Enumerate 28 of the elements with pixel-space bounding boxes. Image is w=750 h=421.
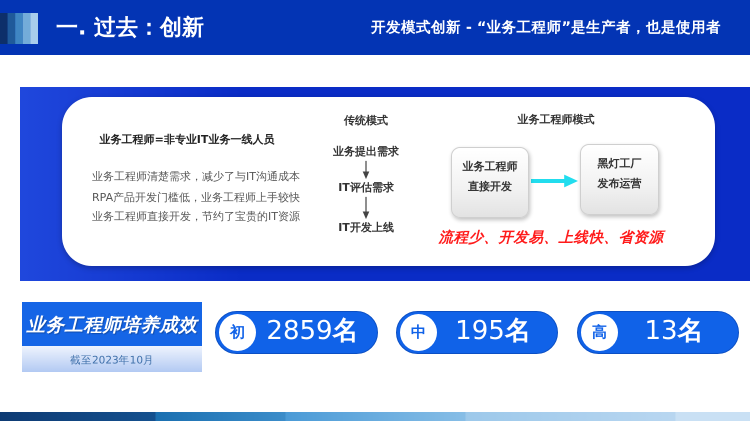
date-note: 截至2023年10月 — [70, 354, 154, 368]
step-text: IT评估需求 — [338, 181, 394, 195]
level-badge: 初 — [219, 314, 256, 351]
stat-pill — [577, 311, 739, 354]
title-banner: 业务工程师培养成效 — [22, 302, 202, 346]
body-text: RPA产品开发门槛低，业务工程师上手较快 — [92, 191, 300, 205]
arrow — [362, 196, 370, 219]
benefit-slogan: 流程少、开发易、上线快、省资源 — [438, 228, 664, 248]
stat-pill — [396, 311, 558, 354]
count-text: 2859名 — [266, 317, 359, 347]
level-badge: 高 — [581, 314, 618, 351]
body-text: 业务工程师清楚需求，减少了与IT沟通成本 — [92, 170, 300, 184]
slide-subtitle: 开发模式创新 - “业务工程师”是生产者，也是使用者 — [370, 18, 721, 38]
step-text: IT开发上线 — [338, 221, 394, 235]
process-box: 业务工程师直接开发 — [451, 147, 529, 218]
section-heading: 传统模式 — [344, 114, 388, 128]
level-badge: 中 — [400, 314, 437, 351]
slide-title: 一. 过去：创新 — [56, 14, 204, 42]
definition-heading: 业务工程师=非专业IT业务一线人员 — [100, 133, 274, 147]
count-text: 13名 — [644, 317, 704, 347]
stat-pill — [215, 311, 378, 354]
count-text: 195名 — [455, 317, 531, 347]
process-box: 黑灯工厂发布运营 — [580, 144, 659, 215]
body-text: 业务工程师直接开发，节约了宝贵的IT资源 — [92, 210, 300, 224]
arrow — [531, 174, 578, 188]
arrow — [362, 160, 370, 179]
step-text: 业务提出需求 — [333, 145, 399, 159]
section-heading: 业务工程师模式 — [518, 113, 594, 127]
